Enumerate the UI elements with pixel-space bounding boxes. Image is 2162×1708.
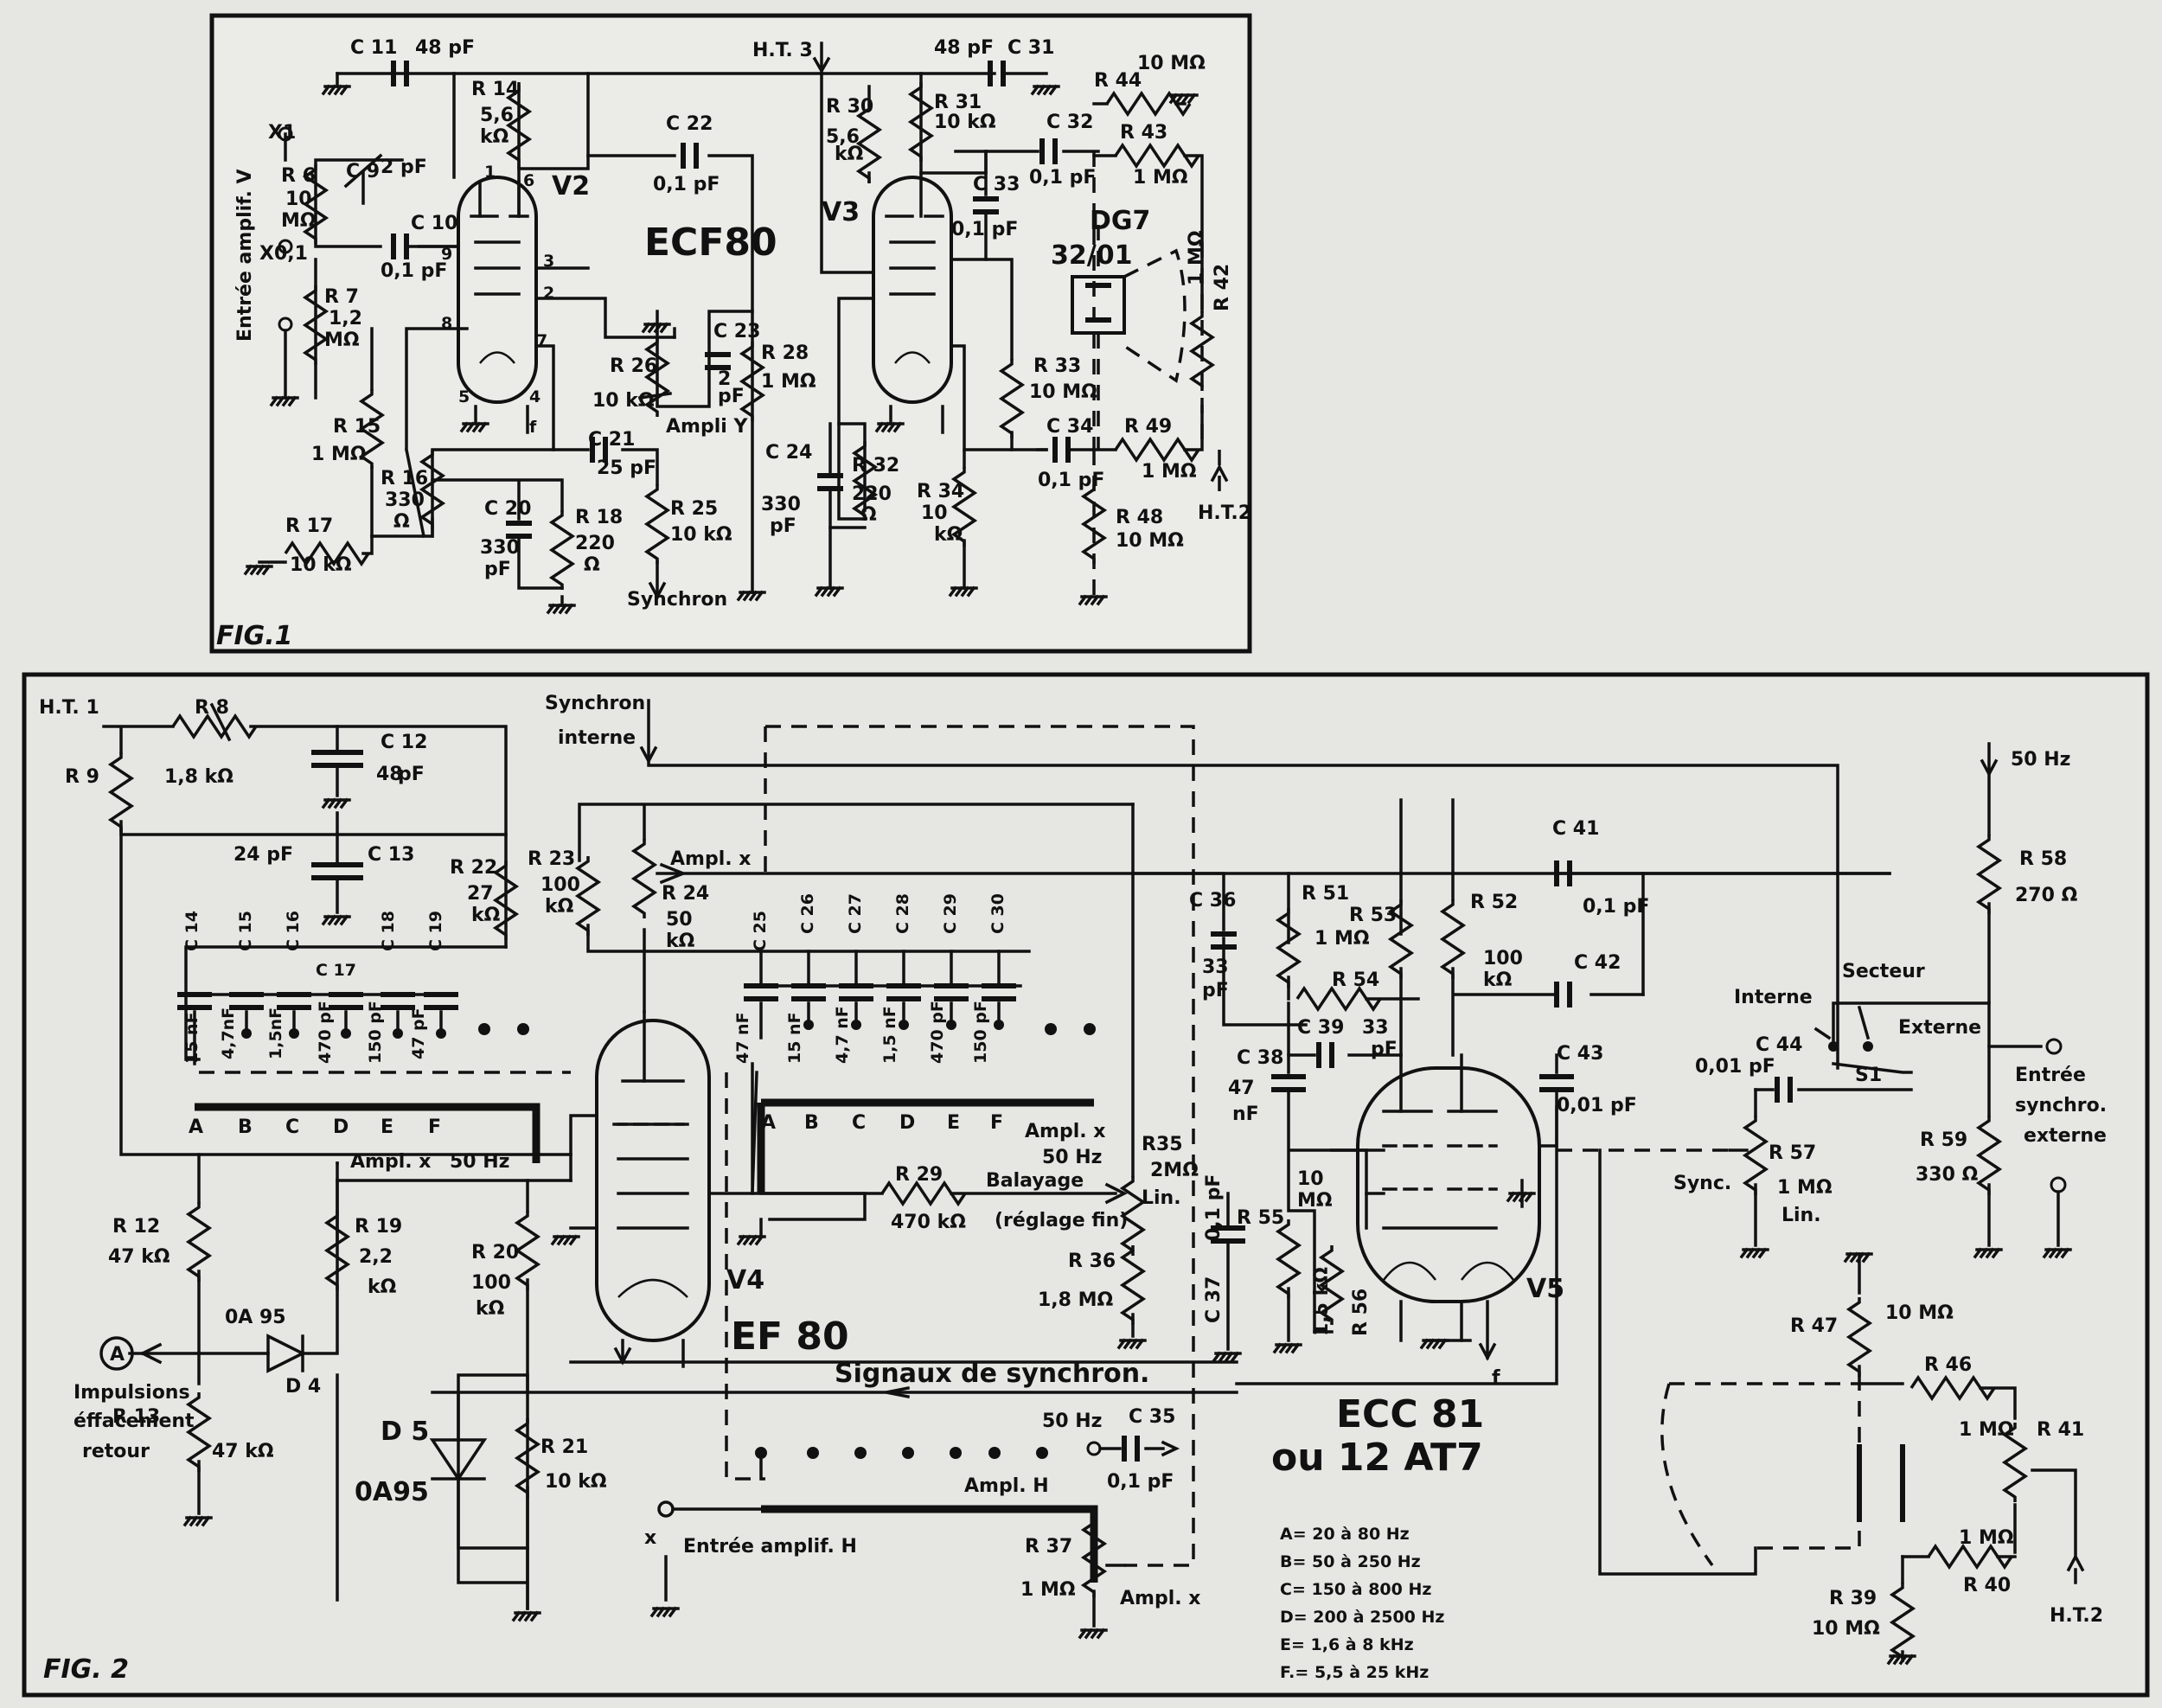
fig2-frame bbox=[22, 672, 2150, 1698]
